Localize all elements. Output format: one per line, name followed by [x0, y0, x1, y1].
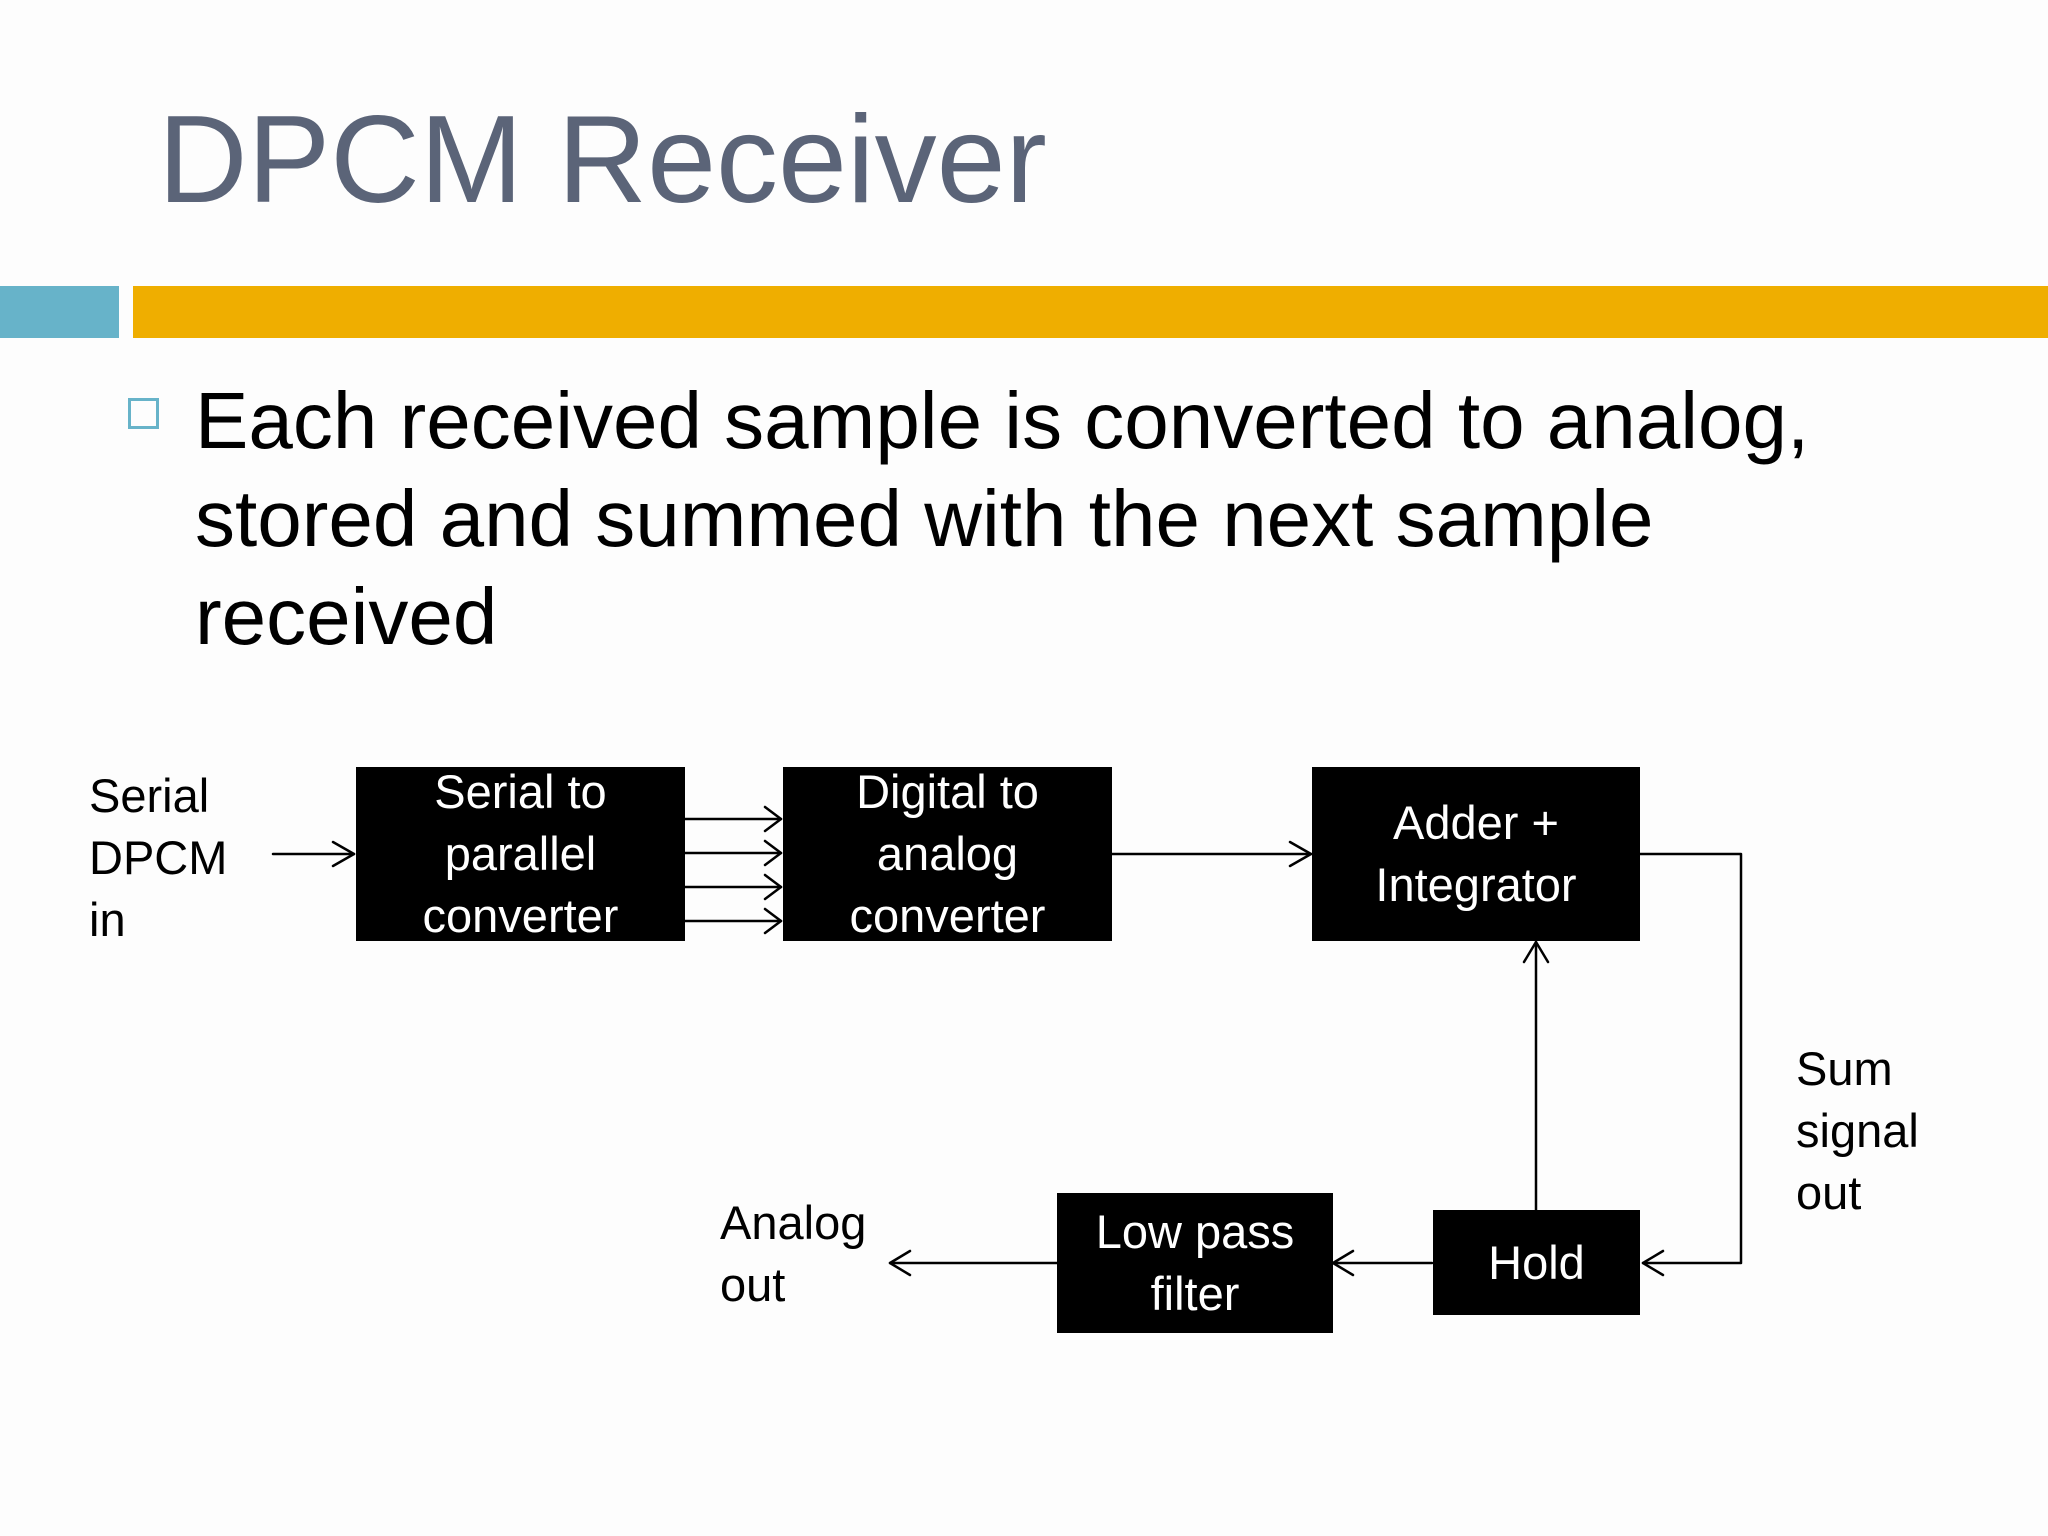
arrowhead — [331, 840, 356, 868]
sum-signal-path — [1638, 852, 1743, 1265]
dac-block: Digital to analog converter — [783, 765, 1112, 942]
bullet-line: Each received sample is converted to ana… — [195, 376, 1810, 465]
block-label: Serial to — [434, 765, 607, 818]
arrowhead — [1331, 1249, 1355, 1277]
block-label: converter — [849, 889, 1046, 942]
block-label: Digital to — [856, 765, 1039, 818]
block-label: Adder + — [1393, 796, 1559, 849]
slide-title: DPCM Receiver — [158, 91, 1047, 229]
arrowhead — [888, 1249, 912, 1277]
serial-to-parallel-block: Serial to parallel converter — [356, 765, 685, 942]
arrowhead — [763, 907, 783, 935]
arrowhead — [1522, 940, 1550, 964]
arrowhead — [763, 805, 783, 833]
block-label: converter — [422, 889, 619, 942]
title-underline-accent — [0, 286, 119, 338]
arrowhead — [763, 873, 783, 901]
block-label: parallel — [444, 827, 597, 880]
sum-signal-out-label: Sum signal out — [1796, 1042, 1919, 1219]
arrowhead — [763, 839, 783, 867]
hold-block: Hold — [1433, 1210, 1640, 1315]
bullet-square-icon — [128, 398, 159, 429]
block-label: filter — [1150, 1267, 1240, 1320]
analog-out-label: Analog out — [720, 1196, 867, 1311]
block-label: Low pass — [1095, 1205, 1295, 1258]
bullet-line: stored and summed with the next sample — [195, 474, 1654, 563]
serial-dpcm-in-label: Serial DPCM in — [89, 769, 228, 946]
block-label: Hold — [1488, 1235, 1585, 1289]
arrowhead — [1641, 1249, 1665, 1277]
bullet-line: received — [195, 572, 498, 661]
bullet-text: Each received sample is converted to ana… — [195, 372, 1995, 666]
block-label: Integrator — [1375, 858, 1577, 911]
adder-integrator-block: Adder + Integrator — [1312, 767, 1640, 941]
low-pass-filter-block: Low pass filter — [1057, 1193, 1333, 1333]
block-label: analog — [876, 827, 1019, 880]
arrowhead — [1288, 840, 1313, 868]
title-underline-bar — [133, 286, 2048, 338]
